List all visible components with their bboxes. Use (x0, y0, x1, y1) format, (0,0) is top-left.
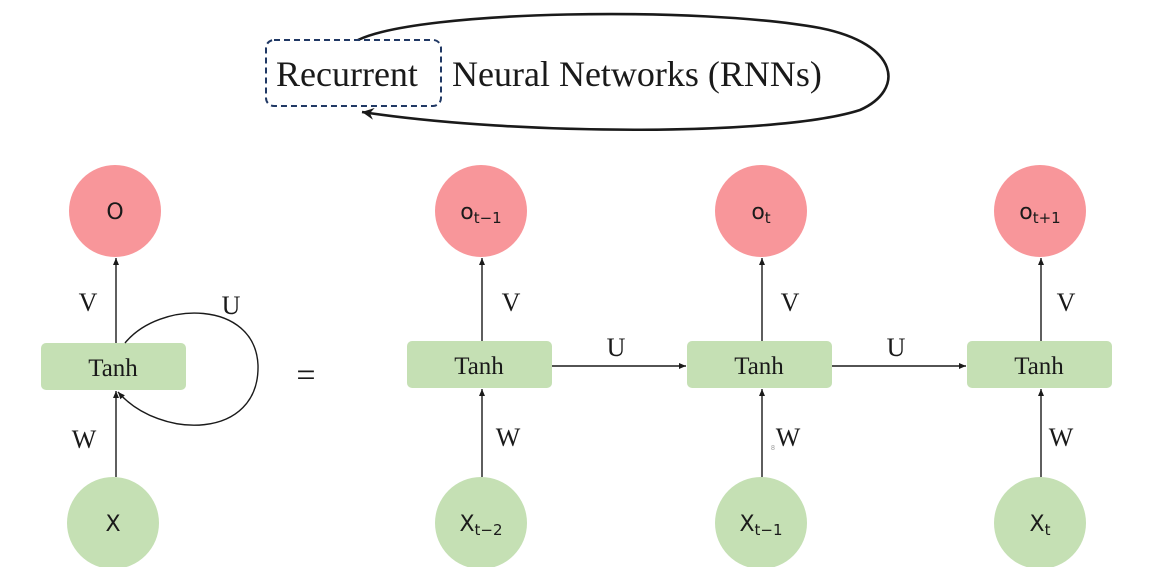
tanh-label: Tanh (88, 355, 138, 382)
title-boxed-word: Recurrent (276, 54, 418, 94)
tanh-label: Tanh (734, 353, 784, 380)
output-sub: t (765, 209, 771, 227)
w-label: W (72, 425, 97, 454)
equals-sign: = (296, 357, 315, 394)
input-node-label: Xt−2 (459, 512, 502, 539)
folded-rnn: O V Tanh U W X (41, 165, 259, 567)
output-base: o (751, 200, 764, 225)
tanh-box (967, 341, 1112, 388)
v-label: V (79, 288, 98, 317)
tanh-box (41, 343, 186, 390)
v-label: V (781, 288, 800, 317)
output-base: o (1019, 200, 1032, 225)
unrolled-rnn: ot−1 V Tanh W Xt−2 U ot V Tanh W 8 Xt−1 (407, 165, 1112, 567)
tanh-box (407, 341, 552, 388)
output-node (69, 165, 161, 257)
title-loop-arrow (357, 12, 890, 132)
w-label: W (1049, 423, 1074, 452)
input-node (994, 477, 1086, 567)
input-sub: t−2 (475, 521, 503, 539)
output-sub: t+1 (1033, 209, 1061, 227)
u-loop-arrow (117, 312, 259, 426)
input-node (435, 477, 527, 567)
title-rest: Neural Networks (RNNs) (452, 54, 822, 94)
title: Recurrent Neural Networks (RNNs) (265, 12, 890, 132)
output-node-label: ot (751, 200, 770, 227)
w-label: W (776, 423, 801, 452)
recurrent-dashed-box (265, 39, 442, 107)
tanh-box (687, 341, 832, 388)
input-node-label: Xt (1030, 512, 1051, 539)
input-sub: t−1 (755, 521, 783, 539)
input-node-label: X (105, 512, 120, 537)
tanh-label: Tanh (454, 353, 504, 380)
input-sub: t (1045, 521, 1051, 539)
input-node (715, 477, 807, 567)
output-node-label: O (106, 200, 123, 225)
tanh-label: Tanh (1014, 353, 1064, 380)
output-node (435, 165, 527, 257)
output-base: o (460, 200, 473, 225)
v-label: V (502, 288, 521, 317)
u-label: U (887, 333, 906, 362)
input-base: X (739, 512, 754, 537)
input-node-label: Xt−1 (739, 512, 782, 539)
v-label: V (1057, 288, 1076, 317)
output-node-label: ot+1 (1019, 200, 1060, 227)
output-node (715, 165, 807, 257)
output-sub: t−1 (474, 209, 502, 227)
input-base: X (459, 512, 474, 537)
input-node (67, 477, 159, 567)
output-node-label: ot−1 (460, 200, 501, 227)
u-label: U (222, 291, 241, 320)
stray-mark: 8 (771, 445, 775, 452)
unrolled-step: ot+1 V Tanh W Xt (967, 165, 1112, 567)
unrolled-step: ot V Tanh W 8 Xt−1 (687, 165, 832, 567)
w-label: W (496, 423, 521, 452)
input-base: X (1030, 512, 1045, 537)
u-label: U (607, 333, 626, 362)
output-node (994, 165, 1086, 257)
unrolled-step: ot−1 V Tanh W Xt−2 (407, 165, 552, 567)
